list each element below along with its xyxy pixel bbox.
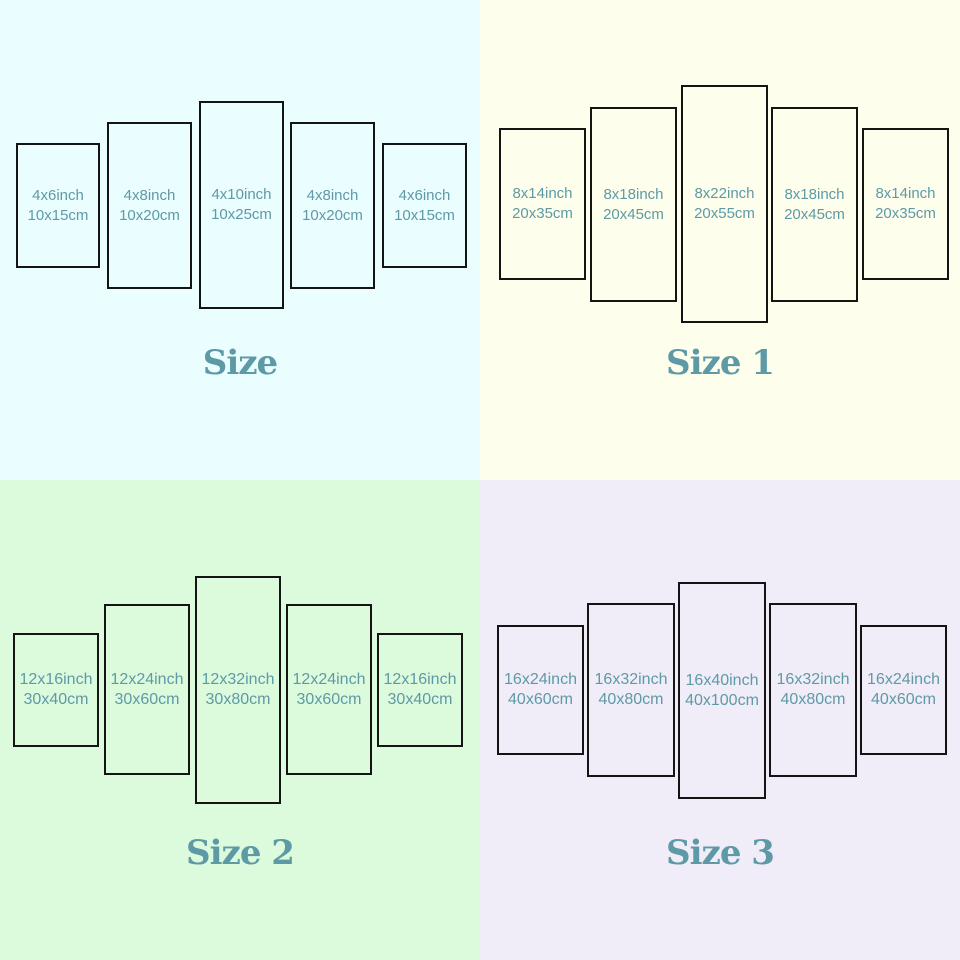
- panel-cm-label: 30x60cm: [296, 690, 362, 708]
- size-title: Size 2: [186, 833, 295, 873]
- panel-inch-label: 4x6inch: [32, 186, 84, 204]
- panel-cm-label: 30x40cm: [387, 691, 453, 708]
- size-quadrant: 4x6inch 10x15cm 4x8inch 10x20cm 4x10inch…: [0, 0, 480, 480]
- panel-cm-label: 40x100cm: [685, 691, 759, 709]
- canvas-panel: 4x6inch 10x15cm: [16, 143, 100, 268]
- size-title: Size 3: [666, 833, 775, 873]
- panel-cm-label: 20x45cm: [603, 205, 664, 223]
- panel-inch-label: 4x8inch: [123, 186, 176, 204]
- canvas-panel: 12x16inch 30x40cm: [13, 633, 99, 747]
- canvas-panel: 8x22inch 20x55cm: [681, 85, 768, 323]
- panel-inch-label: 8x14inch: [512, 185, 573, 202]
- canvas-panel: 16x32inch 40x80cm: [769, 603, 857, 777]
- canvas-panel: 12x16inch 30x40cm: [377, 633, 463, 747]
- canvas-panel: 8x18inch 20x45cm: [590, 107, 677, 302]
- canvas-panel: 16x32inch 40x80cm: [587, 603, 675, 777]
- size-quadrant: 16x24inch 40x60cm 16x32inch 40x80cm 16x4…: [480, 480, 960, 960]
- panel-inch-label: 4x8inch: [306, 186, 359, 204]
- panel-inch-label: 8x14inch: [875, 185, 936, 202]
- panel-cm-label: 20x45cm: [784, 205, 845, 223]
- size-quadrant: 12x16inch 30x40cm 12x24inch 30x60cm 12x3…: [0, 480, 480, 960]
- panel-cm-label: 40x60cm: [871, 691, 936, 708]
- canvas-panel: 8x18inch 20x45cm: [771, 107, 858, 302]
- canvas-panel: 12x24inch 30x60cm: [286, 604, 372, 775]
- panel-cm-label: 30x80cm: [205, 691, 271, 708]
- size-quadrant: 8x14inch 20x35cm 8x18inch 20x45cm 8x22in…: [480, 0, 960, 480]
- panel-cm-label: 30x60cm: [114, 690, 180, 708]
- panel-inch-label: 4x6inch: [398, 186, 451, 204]
- panel-cm-label: 20x35cm: [512, 205, 573, 222]
- canvas-panel: 8x14inch 20x35cm: [499, 128, 586, 280]
- panel-inch-label: 16x32inch: [594, 671, 668, 688]
- canvas-panel: 8x14inch 20x35cm: [862, 128, 949, 280]
- panel-inch-label: 16x40inch: [685, 671, 759, 689]
- canvas-panel: 12x24inch 30x60cm: [104, 604, 190, 775]
- panel-cm-label: 40x60cm: [508, 691, 573, 708]
- panel-inch-label: 12x32inch: [201, 671, 275, 688]
- panel-cm-label: 40x80cm: [598, 691, 664, 708]
- canvas-panel: 12x32inch 30x80cm: [195, 576, 281, 804]
- panel-inch-label: 4x10inch: [211, 186, 272, 203]
- panel-cm-label: 10x25cm: [211, 206, 272, 223]
- panel-cm-label: 20x55cm: [694, 205, 755, 222]
- canvas-panel: 16x24inch 40x60cm: [860, 625, 947, 755]
- panel-inch-label: 8x18inch: [784, 185, 845, 203]
- canvas-panel: 16x24inch 40x60cm: [497, 625, 584, 755]
- panel-inch-label: 12x24inch: [110, 670, 184, 688]
- canvas-panel: 4x8inch 10x20cm: [290, 122, 375, 289]
- panel-inch-label: 16x24inch: [504, 671, 577, 688]
- size-title: Size 1: [666, 343, 775, 383]
- panel-cm-label: 10x20cm: [119, 206, 180, 224]
- canvas-panel: 4x6inch 10x15cm: [382, 143, 467, 268]
- canvas-panel: 16x40inch 40x100cm: [678, 582, 766, 799]
- panel-inch-label: 12x24inch: [292, 670, 366, 688]
- panel-cm-label: 40x80cm: [780, 691, 846, 708]
- panel-cm-label: 20x35cm: [875, 205, 936, 222]
- canvas-panel: 4x10inch 10x25cm: [199, 101, 284, 309]
- panel-inch-label: 12x16inch: [19, 671, 93, 688]
- panel-inch-label: 8x22inch: [694, 185, 755, 202]
- panel-inch-label: 16x24inch: [867, 671, 940, 688]
- canvas-panel: 4x8inch 10x20cm: [107, 122, 192, 289]
- panel-inch-label: 8x18inch: [603, 185, 664, 203]
- panel-cm-label: 30x40cm: [23, 691, 89, 708]
- panel-cm-label: 10x20cm: [302, 206, 363, 224]
- size-title: Size: [202, 343, 278, 383]
- panel-cm-label: 10x15cm: [27, 206, 89, 224]
- panel-inch-label: 12x16inch: [383, 671, 457, 688]
- panel-cm-label: 10x15cm: [394, 206, 455, 224]
- panel-inch-label: 16x32inch: [776, 671, 850, 688]
